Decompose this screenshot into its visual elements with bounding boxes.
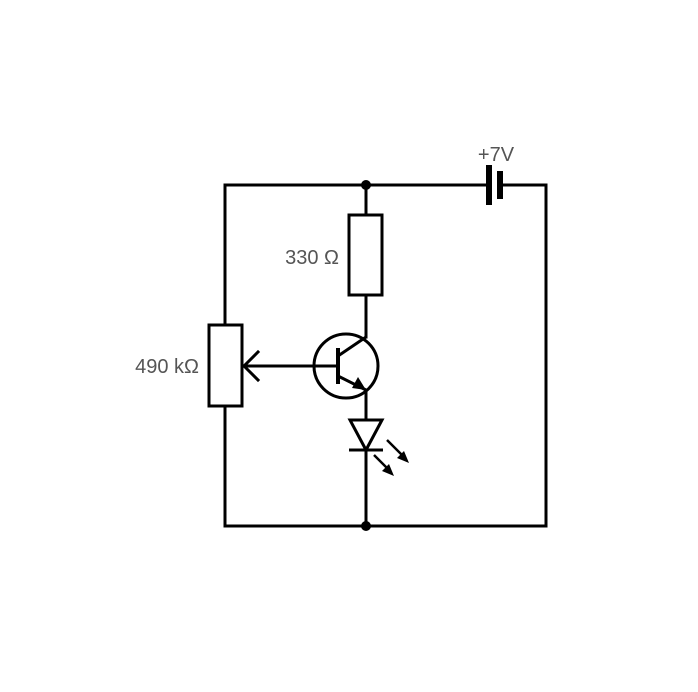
potentiometer-label: 490 kΩ	[135, 356, 199, 378]
potentiometer-icon	[207, 323, 261, 408]
npn-transistor-icon	[312, 332, 380, 400]
wiring	[223, 183, 548, 528]
resistor-icon	[347, 213, 384, 297]
led-icon	[347, 418, 409, 476]
battery-icon	[486, 165, 503, 205]
junction-bottom	[361, 521, 371, 531]
supply-voltage-label: +7V	[478, 144, 515, 166]
junction-top	[361, 180, 371, 190]
collector-resistor-label: 330 Ω	[285, 247, 339, 269]
